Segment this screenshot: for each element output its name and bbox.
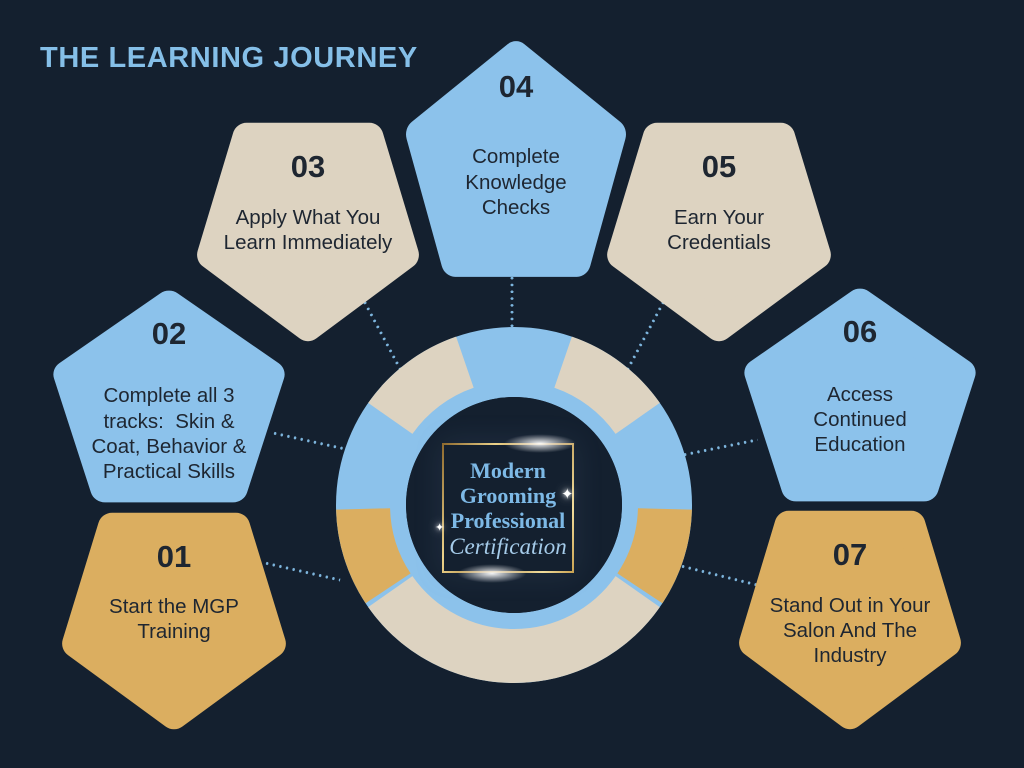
step-3-pentagon: 03 Apply What You Learn Immediately <box>190 118 426 346</box>
step-6-label: Access Continued Education <box>813 382 907 457</box>
pentagon-shape <box>53 290 285 503</box>
step-3-label: Apply What You Learn Immediately <box>223 205 393 255</box>
sparkle-star-right: ✦ <box>561 486 574 503</box>
step-7-number: 07 <box>832 536 868 572</box>
step-4-number: 04 <box>498 69 534 105</box>
page-title: THE LEARNING JOURNEY <box>40 42 418 74</box>
sparkle-glow-top <box>492 431 588 456</box>
step-4-pentagon: 04 Complete Knowledge Checks <box>399 36 633 282</box>
step-6-number: 06 <box>842 313 878 349</box>
sparkle-star-left: ✦ <box>435 522 445 534</box>
center-title-line1: Modern <box>470 458 546 483</box>
pentagon-shape <box>406 41 626 277</box>
step-7-label: Stand Out in Your Salon And The Industry <box>769 593 931 668</box>
step-3-number: 03 <box>290 148 326 184</box>
step-2-number: 02 <box>151 315 187 351</box>
center-title-line2: Grooming <box>459 483 557 508</box>
pentagon-shape <box>607 122 831 342</box>
center-badge: Modern Grooming Professional Certificati… <box>442 443 574 573</box>
step-6-pentagon: 06 Access Continued Education <box>737 284 983 506</box>
sparkle-glow-bottom <box>446 561 538 586</box>
pentagon-shape <box>62 512 286 730</box>
pentagon-shape <box>744 288 976 502</box>
center-title-line3: Professional <box>450 508 566 533</box>
step-5-pentagon: 05 Earn Your Credentials <box>600 118 838 346</box>
pentagon-shape <box>739 510 961 730</box>
pentagon-shape <box>197 122 419 342</box>
step-2-label: Complete all 3 tracks: Skin & Coat, Beha… <box>91 384 247 484</box>
step-1-pentagon: 01 Start the MGP Training <box>55 508 293 734</box>
step-5-label: Earn Your Credentials <box>667 205 771 255</box>
step-4-label: Complete Knowledge Checks <box>465 145 567 220</box>
step-1-label: Start the MGP Training <box>109 594 239 644</box>
center-subtitle: Certification <box>449 534 567 559</box>
ring-seg-beige-bottom <box>336 327 692 683</box>
step-5-number: 05 <box>701 148 737 184</box>
step-7-pentagon: 07 Stand Out in Your Salon And The Indus… <box>732 506 968 734</box>
step-2-pentagon: 02 Complete all 3 tracks: Skin & Coat, B… <box>46 286 292 507</box>
step-1-number: 01 <box>156 538 192 574</box>
